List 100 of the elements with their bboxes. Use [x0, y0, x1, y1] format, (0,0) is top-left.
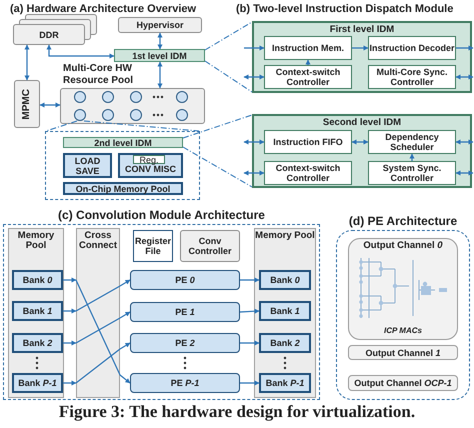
arrow: [158, 32, 162, 50]
arrow: [120, 279, 130, 287]
box-label: CONV MISC: [124, 164, 176, 174]
arrow: [352, 46, 368, 50]
box-label: Bank 1: [270, 306, 300, 316]
arrow: [24, 44, 30, 80]
box-label: Context-switch Controller: [274, 163, 342, 183]
arrow: [410, 154, 414, 161]
arrow: [120, 374, 130, 384]
pe-box: [130, 302, 240, 322]
container-title: (c) Convolution Module Architecture: [57, 209, 266, 224]
box-label: Instruction FIFO: [273, 137, 343, 147]
arrow: [63, 340, 76, 346]
box-label: Instruction Mem.: [272, 43, 344, 53]
bank-box: [12, 333, 63, 353]
zoom-line: [182, 146, 252, 188]
container-title: Cross Connect: [78, 231, 118, 251]
arrow: [120, 311, 130, 319]
module-panel: [252, 21, 472, 93]
arrow: [456, 46, 474, 50]
arrow: [240, 278, 260, 282]
arrow: [63, 380, 76, 386]
bank-box: [259, 301, 311, 321]
process-box: [118, 17, 202, 33]
box-label: Bank P-1: [266, 378, 304, 388]
channel-box: [348, 345, 458, 360]
arrow: [456, 140, 474, 144]
box-label: Reg.: [139, 154, 158, 164]
arrow: [456, 170, 474, 176]
core-circle: [130, 109, 142, 121]
container-title: Output Channel 0: [363, 241, 443, 251]
core-circle: [176, 91, 188, 103]
process-box: [264, 161, 352, 185]
box-label: Output Channel 1: [365, 348, 440, 358]
process-box: [180, 230, 240, 262]
bank-box: [259, 333, 311, 353]
box-label: Context-switch Controller: [274, 67, 342, 87]
core-circle: [102, 109, 114, 121]
box-label: PE 2: [175, 338, 195, 348]
container-title: Memory Pool: [255, 231, 315, 241]
dashed-container: [45, 131, 200, 200]
bank-box: [12, 301, 63, 321]
box-label: ICP MACs: [384, 326, 422, 336]
channel-box: [348, 375, 458, 391]
core-circle: [74, 109, 86, 121]
figure-caption: Figure 3: The hardware design for virtualization.: [58, 402, 416, 422]
zoom-line: [46, 120, 78, 132]
arrow: [40, 102, 60, 108]
stacked-box: [13, 24, 85, 45]
register-box: [133, 155, 165, 164]
arrow: [240, 380, 260, 386]
memory-pool-panel: [8, 228, 64, 398]
arrow: [158, 62, 162, 88]
zoom-line: [204, 60, 252, 92]
arrow: [240, 340, 260, 346]
arrow: [46, 44, 114, 58]
arrow: [352, 140, 368, 144]
arrow: [63, 278, 76, 282]
process-box: [368, 161, 456, 185]
panel-title: (a) Hardware Architecture Overview: [10, 3, 196, 15]
arrow: [244, 74, 264, 80]
core-circle: [74, 91, 86, 103]
core-circle: [176, 109, 188, 121]
zoom-line: [182, 114, 252, 138]
process-box: [368, 36, 456, 60]
box-label: Output Channel OCP-1: [354, 378, 452, 388]
box-label: System Sync. Controller: [382, 163, 442, 183]
box-label: Bank 2: [270, 338, 300, 348]
box-label: 2nd level IDM: [94, 138, 152, 148]
channel-box: [348, 238, 458, 340]
pe-box: [130, 333, 240, 353]
box-label: DDR: [39, 30, 59, 40]
box-label: Dependency Scheduler: [384, 132, 440, 152]
panel-title: (b) Two-level Instruction Dispatch Module: [236, 3, 454, 15]
box-label: Instruction Decoder: [369, 43, 454, 53]
box-label: Bank 2: [22, 338, 52, 348]
box-label: Hypervisor: [136, 20, 184, 30]
arrow: [120, 342, 130, 350]
arrow: [244, 170, 264, 176]
box-label: Bank 0: [22, 275, 52, 285]
bank-box: [12, 373, 63, 393]
bank-box: [12, 270, 63, 290]
arrow: [240, 308, 260, 314]
box-label: 1st level IDM: [132, 50, 187, 60]
bank-box: [259, 270, 311, 290]
process-box: [264, 130, 352, 154]
process-box: [368, 130, 456, 154]
crossbar-panel: [76, 228, 120, 398]
process-box: [14, 80, 40, 128]
memory-pool-panel: [254, 228, 316, 398]
bank-box: [259, 373, 311, 393]
arrow: [456, 74, 474, 80]
box-label: PE P-1: [170, 378, 200, 388]
zoom-line: [204, 22, 252, 50]
process-box: [114, 49, 205, 62]
pe-box: [130, 270, 240, 290]
process-box: [368, 65, 456, 89]
container-title: Second level IDM: [322, 118, 402, 128]
container-title: (d) PE Architecture: [348, 215, 458, 230]
arrow: [63, 308, 76, 314]
